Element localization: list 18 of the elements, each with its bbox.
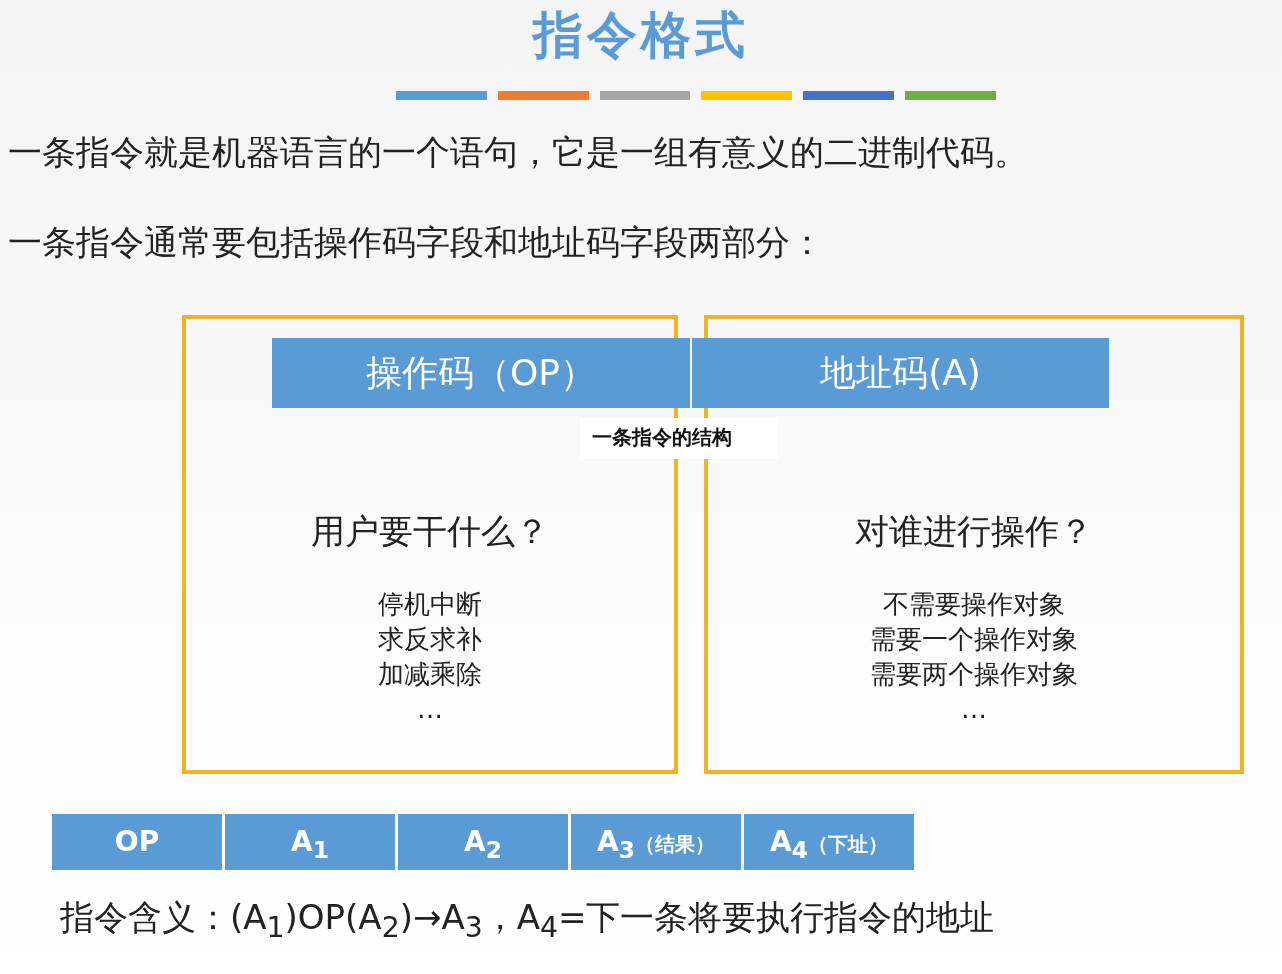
list-item: … [416,693,444,726]
intro-sentence: 一条指令通常要包括操作码字段和地址码字段两部分： [8,221,824,264]
meaning-formula: 指令含义：(A$_{1}$)OP(A$_{2}$)→A$_{3}$，A$_{4}$=下一条将要执行指令的地址 [60,896,995,944]
format-field: OP [52,814,222,870]
format-field: A$_{1}$ [225,814,395,870]
list-item: 需要一个操作对象 [869,623,1079,656]
list-item: … [960,693,988,726]
list-item: 需要两个操作对象 [869,658,1079,691]
list-item: 加减乘除 [377,658,483,691]
intro-sentence: 一条指令就是机器语言的一个语句，它是一组有意义的二进制代码。 [8,131,1028,174]
list-item: 不需要操作对象 [882,588,1066,621]
format-field: A$_{2}$ [398,814,568,870]
list-item: 停机中断 [377,588,483,621]
list-item: 求反求补 [377,623,483,656]
question-text: 对谁进行操作？ [854,510,1094,553]
slide-title: 指令格式 [530,5,750,66]
question-text: 用户要干什么？ [310,510,550,553]
structure-caption: 一条指令的结构 [580,418,778,459]
